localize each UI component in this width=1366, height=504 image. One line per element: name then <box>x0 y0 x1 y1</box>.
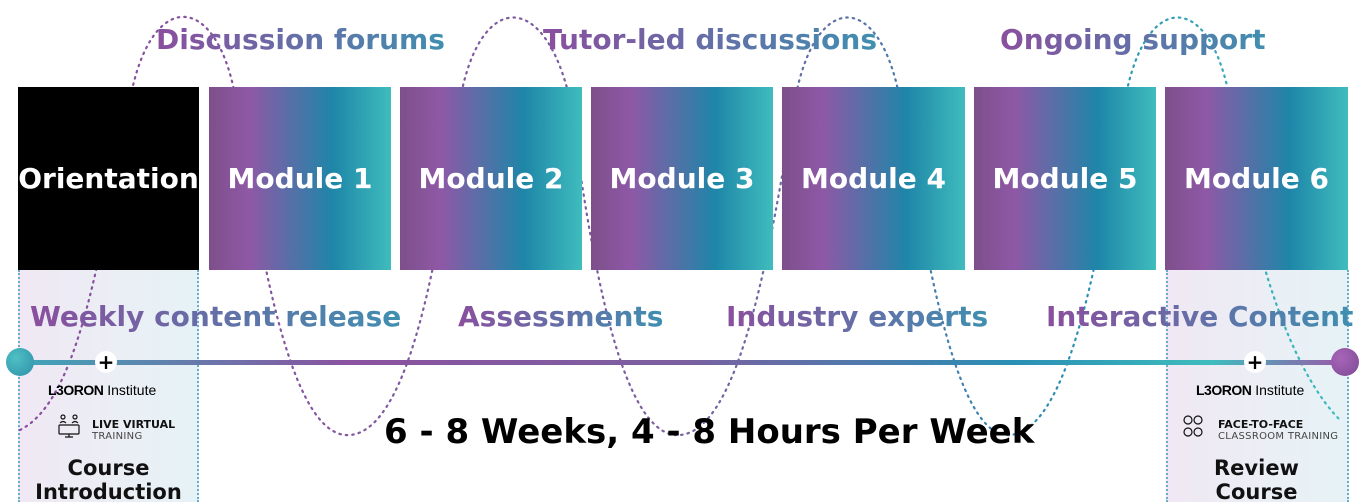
module-6: Module 6 <box>1165 87 1348 270</box>
start-brand-bold: L3ORON <box>48 382 104 398</box>
module-2: Module 2 <box>400 87 582 270</box>
timeline-bar <box>20 360 1345 365</box>
start-training-line2: TRAINING <box>92 431 143 442</box>
feature-assessments: Assessments <box>458 297 663 337</box>
feature-ongoing-support: Ongoing support <box>1000 20 1265 60</box>
start-course-label-2: Introduction <box>35 480 182 504</box>
start-course-label: Course Introduction <box>18 456 199 504</box>
virtual-training-icon <box>58 414 80 438</box>
start-course-label-1: Course <box>67 456 150 480</box>
feature-tutor-led-discussions: Tutor-led discussions <box>543 20 877 60</box>
end-brand-bold: L3ORON <box>1196 382 1252 398</box>
timeline-start-dot <box>6 348 34 376</box>
start-panel-left-edge <box>18 270 20 502</box>
module-orientation: Orientation <box>18 87 199 270</box>
feature-interactive-content: Interactive Content <box>1046 297 1353 337</box>
feature-discussion-forums: Discussion forums <box>156 20 445 60</box>
end-training-line1: FACE-TO-FACE <box>1218 418 1304 431</box>
module-5: Module 5 <box>974 87 1156 270</box>
start-training-line1: LIVE VIRTUAL <box>92 418 176 431</box>
duration-text: 6 - 8 Weeks, 4 - 8 Hours Per Week <box>384 412 1035 452</box>
feature-industry-experts: Industry experts <box>726 297 988 337</box>
end-panel <box>1166 270 1349 502</box>
start-brand-logo: L3ORON Institute <box>48 382 156 398</box>
start-plus-icon: + <box>95 351 117 373</box>
module-4: Module 4 <box>782 87 965 270</box>
end-course-label-1: Review <box>1214 456 1299 480</box>
feature-weekly-content-release: Weekly content release <box>30 297 401 337</box>
module-1: Module 1 <box>209 87 391 270</box>
timeline-end-dot <box>1331 348 1359 376</box>
end-brand-regular: Institute <box>1251 382 1305 398</box>
start-panel-right-edge <box>197 270 199 502</box>
classroom-training-icon <box>1183 415 1203 437</box>
end-plus-icon: + <box>1244 351 1266 373</box>
end-training-line2: CLASSROOM TRAINING <box>1218 431 1339 442</box>
end-course-label: Review Course <box>1166 456 1347 504</box>
end-course-label-2: Course <box>1215 480 1298 504</box>
start-panel <box>18 270 199 502</box>
start-brand-regular: Institute <box>103 382 157 398</box>
end-panel-left-edge <box>1166 270 1168 502</box>
end-brand-logo: L3ORON Institute <box>1196 382 1304 398</box>
end-panel-right-edge <box>1347 270 1349 502</box>
module-3: Module 3 <box>591 87 773 270</box>
